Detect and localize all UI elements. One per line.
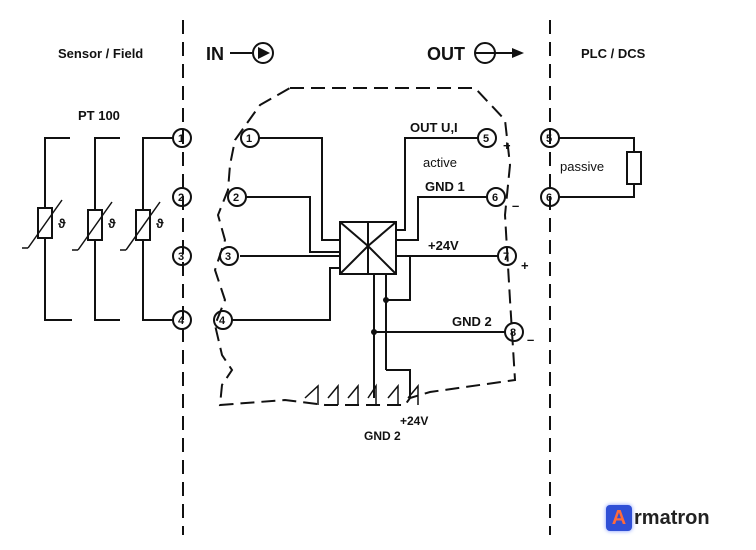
plus24v-right-label: +24V <box>428 238 459 253</box>
plus24v-bottom-label: +24V <box>400 414 428 428</box>
module-outline <box>213 87 517 407</box>
module-output-5: 5 <box>483 133 489 145</box>
field-terminal-4: 4 <box>178 315 185 327</box>
converter-block <box>339 221 397 275</box>
polarity-5: + <box>503 138 511 153</box>
in-arrow-icon <box>230 42 274 64</box>
active-label: active <box>423 155 457 170</box>
armatron-logo: A rmatron <box>606 505 710 531</box>
plc-terminal-6: 6 <box>546 192 552 204</box>
module-input-4: 4 <box>219 315 226 327</box>
out-ui-label: OUT U,I <box>410 120 458 135</box>
module-input-terminals <box>213 128 260 330</box>
module-output-terminals <box>477 128 524 342</box>
logo-mark-icon: A <box>606 505 632 531</box>
pt100-sensor <box>22 137 172 321</box>
module-input-1: 1 <box>246 133 252 145</box>
polarity-7: + <box>521 258 529 273</box>
field-terminal-3: 3 <box>178 251 184 263</box>
field-terminals <box>172 128 192 330</box>
passive-label: passive <box>560 159 604 174</box>
theta-symbol-3: ϑ <box>156 216 164 231</box>
gnd2-bottom-label: GND 2 <box>364 429 401 443</box>
plc-terminal-5: 5 <box>546 133 552 145</box>
field-terminal-2: 2 <box>178 192 184 204</box>
polarity-8: – <box>527 332 534 347</box>
header-out: OUT <box>427 44 465 64</box>
pt100-label: PT 100 <box>78 108 120 123</box>
module-output-8: 8 <box>510 327 516 339</box>
theta-symbol-1: ϑ <box>58 216 66 231</box>
module-output-6: 6 <box>492 192 498 204</box>
out-arrow-icon <box>474 42 524 64</box>
field-terminal-1: 1 <box>178 133 184 145</box>
logo-text: rmatron <box>634 506 710 529</box>
theta-symbol-2: ϑ <box>108 216 116 231</box>
gnd1-label: GND 1 <box>425 179 465 194</box>
header-in: IN <box>206 44 224 64</box>
header-sensor-field: Sensor / Field <box>58 46 143 61</box>
gnd2-right-label: GND 2 <box>452 314 492 329</box>
polarity-6: – <box>512 198 519 213</box>
plc-terminals <box>540 128 642 207</box>
module-input-3: 3 <box>225 251 231 263</box>
module-input-2: 2 <box>233 192 239 204</box>
module-output-7: 7 <box>503 251 509 263</box>
header-plc-dcs: PLC / DCS <box>581 46 646 61</box>
bottom-connector <box>304 300 419 405</box>
